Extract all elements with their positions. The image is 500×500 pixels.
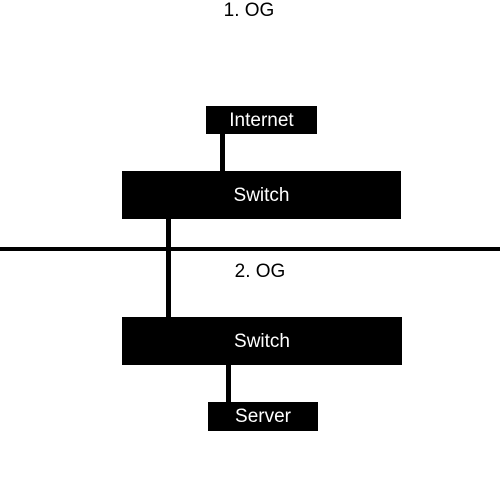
internet-node: Internet: [206, 106, 317, 134]
connection-switch-1-switch-2: [166, 218, 171, 318]
switch-node-1: Switch: [122, 171, 401, 219]
server-node: Server: [208, 402, 318, 431]
floor-divider-line: [0, 247, 500, 251]
switch-node-2: Switch: [122, 317, 402, 365]
connection-internet-switch-1: [220, 133, 225, 172]
connection-switch-2-server: [226, 364, 231, 403]
floor-label-2-og: 2. OG: [234, 261, 286, 282]
floor-label-1-og: 1. OG: [223, 0, 275, 21]
